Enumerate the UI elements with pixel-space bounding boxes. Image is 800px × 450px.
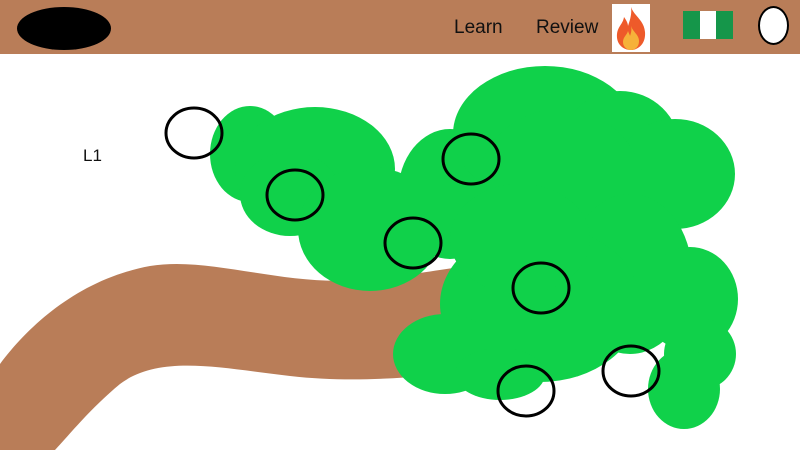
lesson-node-1[interactable] [164, 106, 224, 160]
profile-avatar-icon[interactable] [758, 6, 789, 45]
fire-icon[interactable] [612, 4, 650, 52]
flag-stripe-left [683, 11, 700, 39]
tree-branch [0, 263, 470, 450]
review-tab[interactable]: Review [536, 17, 599, 38]
tree-foliage [210, 66, 738, 429]
lesson-node-5[interactable] [511, 261, 571, 315]
tree-illustration [0, 66, 738, 450]
lesson-node-2[interactable] [265, 168, 325, 222]
lesson-node-7[interactable] [601, 344, 661, 398]
learning-path-scene [0, 54, 800, 450]
flag-stripe-right [716, 11, 734, 39]
lesson-node-4[interactable] [383, 216, 443, 270]
fire-icon-graphic [616, 7, 646, 50]
top-navigation-bar: Learn Review [0, 0, 800, 54]
lesson-nodes [164, 106, 661, 418]
learn-tab[interactable]: Learn [454, 17, 503, 38]
lesson-node-6[interactable] [496, 364, 556, 418]
flag-stripe-center [699, 11, 717, 39]
logo-icon[interactable] [17, 7, 111, 50]
nigeria-flag-icon[interactable] [683, 11, 734, 39]
lesson-node-3[interactable] [441, 132, 501, 186]
level-label: L1 [83, 146, 102, 165]
